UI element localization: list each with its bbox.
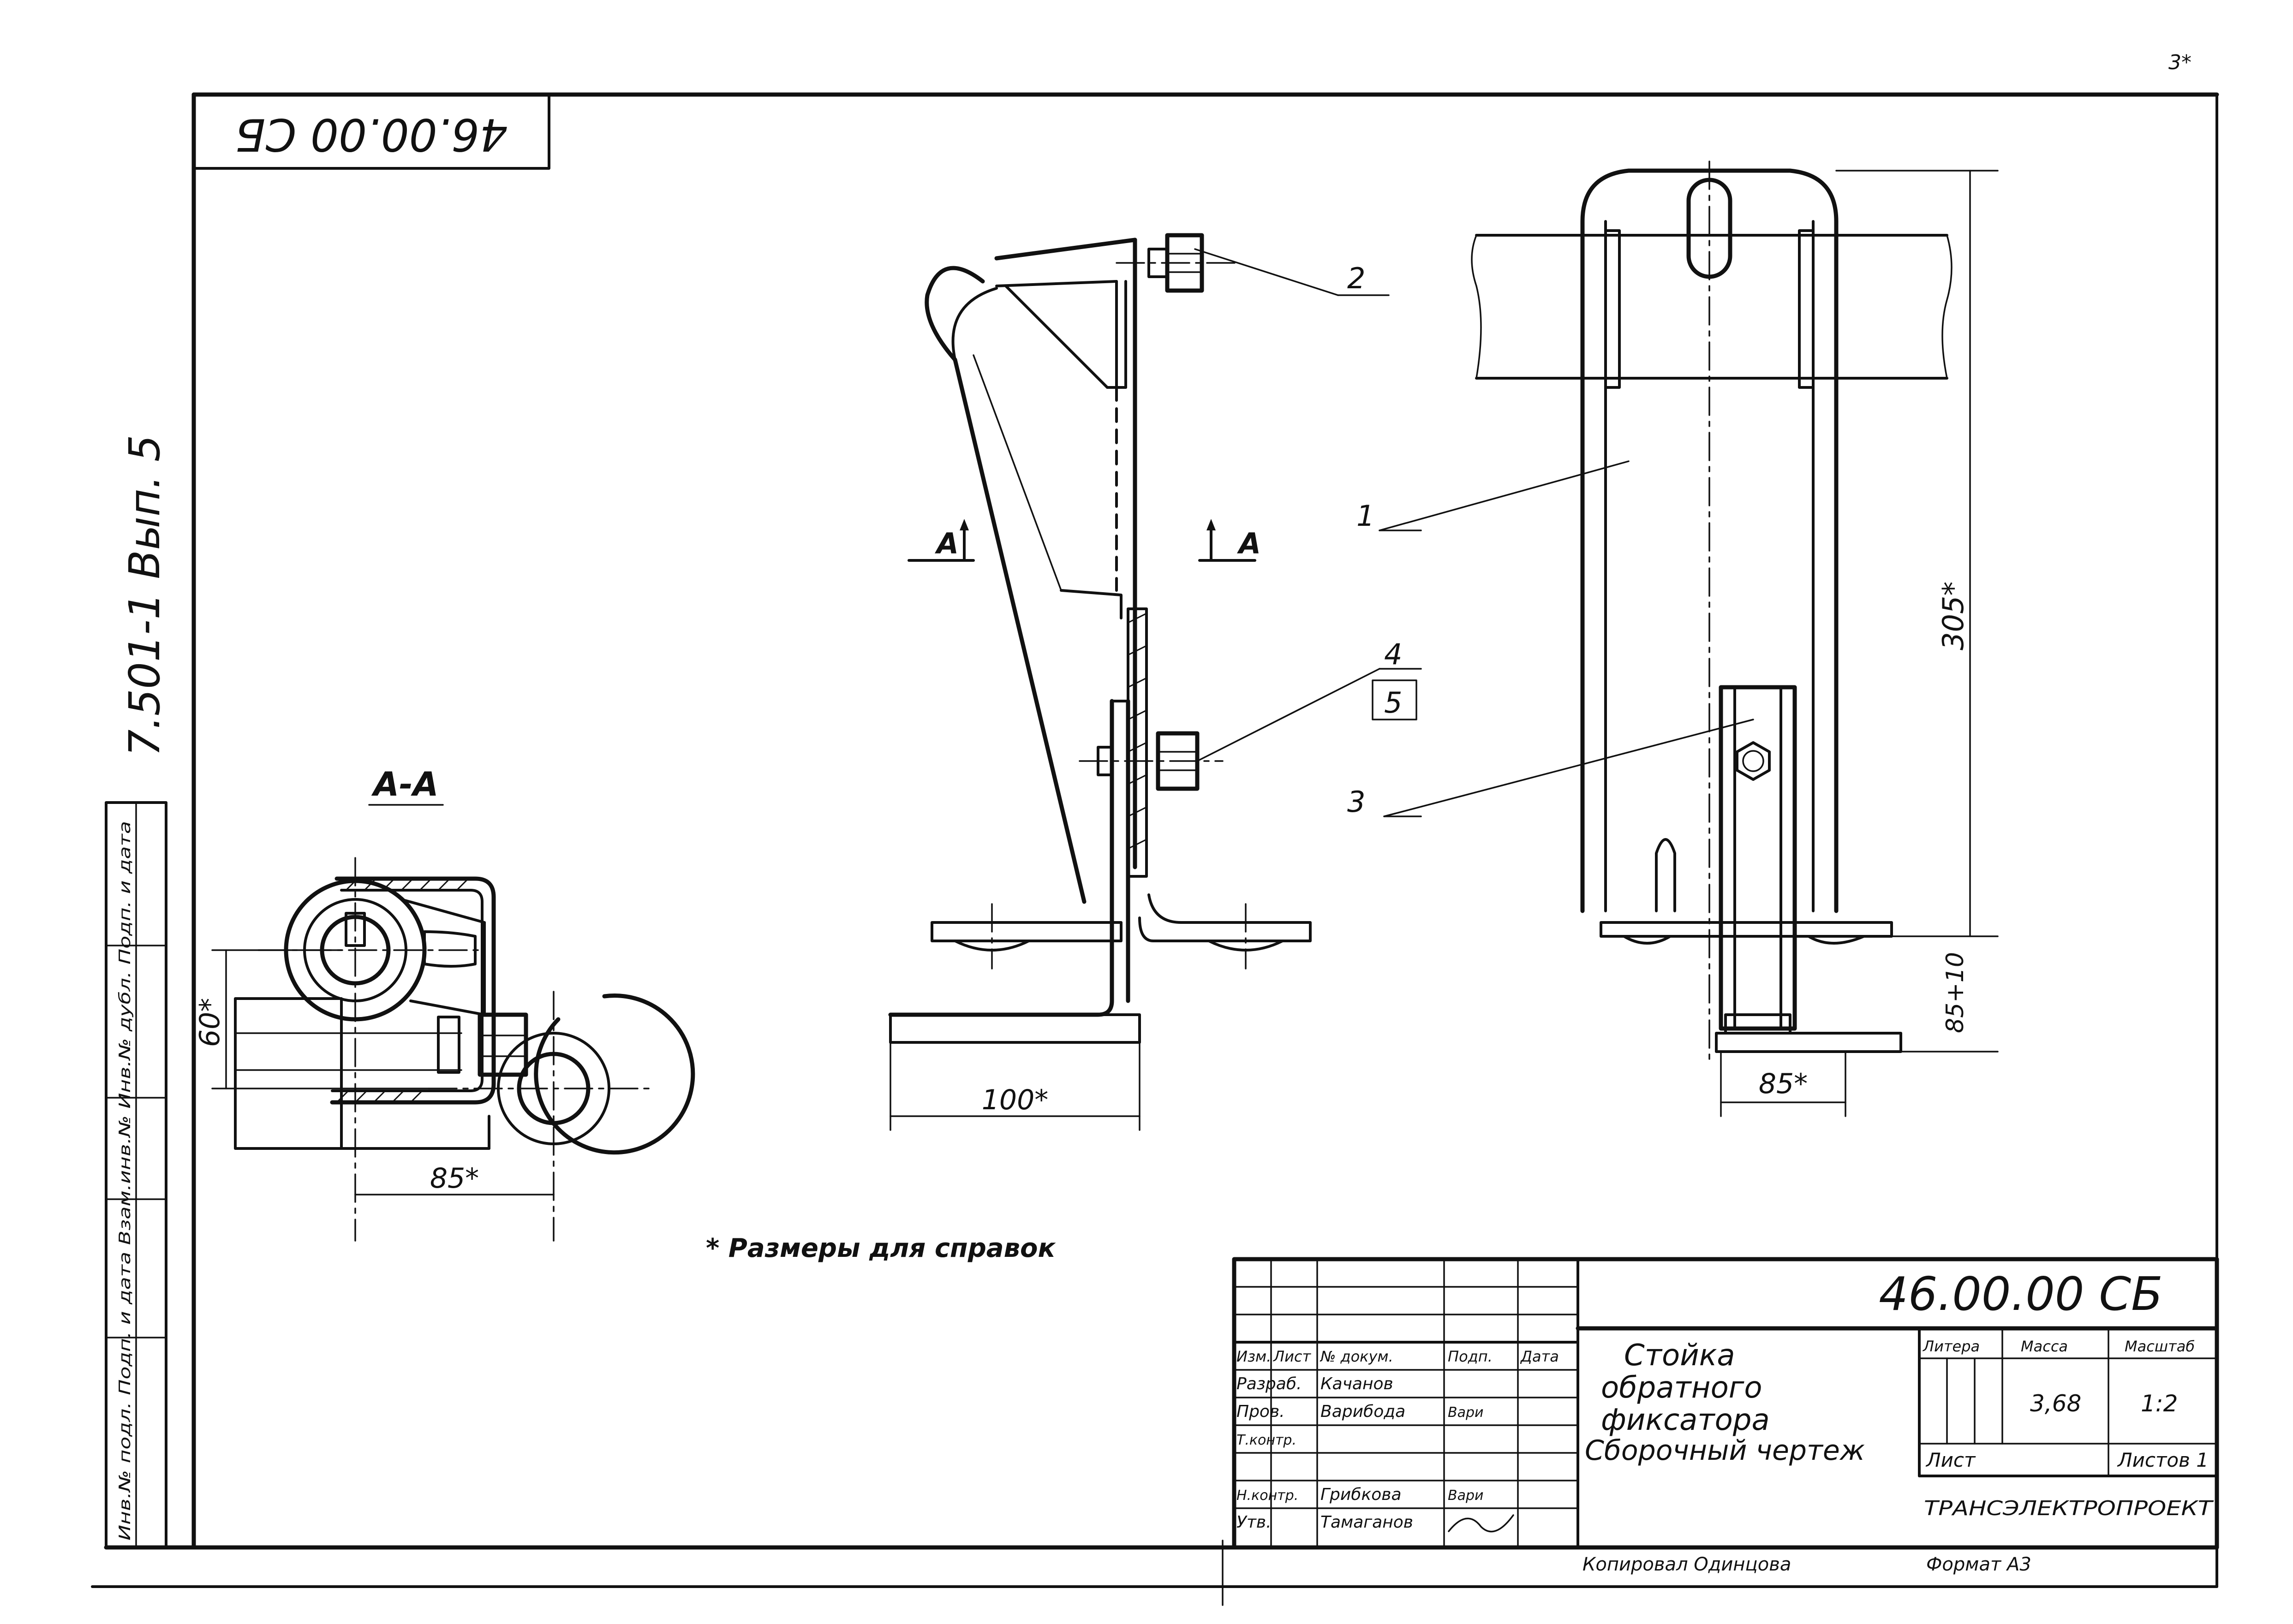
role-norm-control: Н.контр. [1236,1487,1298,1504]
series-vertical: 7.501-1 Вып. 5 [120,435,169,756]
format-label: Формат А3 [1926,1554,2031,1575]
sheets-label: Листов 1 [2117,1449,2209,1471]
title-line-3: фиксатора [1601,1403,1770,1437]
name-approved: Тамаганов [1320,1513,1413,1532]
organization: ТРАНСЭЛЕКТРОПРОЕКТ [1924,1497,2214,1520]
section-label: А-А [371,765,438,803]
position-5: 5 [1384,686,1402,720]
section-mark-left: А [934,527,959,560]
sign-norm-control: Вари [1448,1487,1484,1504]
dim-front-bottom: 85+10 [1941,952,1969,1033]
code-stamp-text: 46.00.00 СБ [235,109,508,161]
header-izm: Изм. [1236,1348,1271,1365]
title-designation: 46.00.00 СБ [1879,1267,2163,1321]
col-mass: Масса [2021,1338,2068,1355]
front-view: 305* 85+10 85* [1379,161,1999,1117]
section-mark-right: А [1236,527,1261,560]
side-view: А А 100* [888,233,1422,1131]
code-stamp-box: 46.00.00 СБ [192,93,550,170]
title-line-2: обратного [1601,1371,1762,1405]
drawing-frame [91,92,2219,1606]
side-hatch [1128,613,1147,850]
role-developed: Разраб. [1236,1374,1302,1393]
header-list: Лист [1273,1348,1311,1365]
role-checked: Пров. [1236,1402,1285,1421]
name-checked: Варибода [1320,1402,1405,1421]
col-litera: Литера [1923,1338,1980,1355]
section-hatch-top [345,878,469,891]
sheet-label: Лист [1925,1449,1976,1471]
position-5-box [1372,679,1417,720]
section-a-a-view: А-А [194,765,695,1242]
dim-front-height: 305* [1936,582,1970,650]
header-doc: № докум. [1320,1348,1393,1365]
reference-note: * Размеры для справок [706,1233,1056,1263]
header-sign: Подп. [1448,1348,1493,1365]
page-mark: 3* [2168,51,2191,74]
mass-value: 3,68 [2030,1390,2081,1417]
side-strip-label: Инв.№ подл. Подп. и дата Взам.инв.№ Инв.… [116,821,134,1541]
copied-by: Копировал Одинцова [1582,1554,1791,1575]
dim-front-width: 85* [1759,1068,1808,1100]
position-2: 2 [1347,262,1365,295]
dim-side-width: 100* [982,1084,1049,1116]
role-tech-control: Т.контр. [1236,1432,1296,1448]
dim-section-width: 85* [430,1162,479,1195]
dim-section-height: 60* [194,998,226,1047]
position-1: 1 [1356,499,1374,533]
side-strip: Инв.№ подл. Подп. и дата Взам.инв.№ Инв.… [105,801,167,1549]
position-4: 4 [1384,637,1402,671]
role-approved: Утв. [1236,1513,1272,1532]
name-developed: Качанов [1320,1374,1393,1393]
title-line-1: Стойка [1624,1338,1735,1373]
col-scale: Масштаб [2125,1338,2195,1355]
title-line-4: Сборочный чертеж [1585,1434,1865,1467]
signature-approved [1448,1514,1514,1533]
sign-checked: Вари [1448,1404,1484,1421]
name-norm-control: Грибкова [1320,1485,1402,1504]
header-date: Дата [1520,1348,1559,1365]
position-3: 3 [1347,785,1365,819]
scale-value: 1:2 [2141,1390,2178,1417]
title-block: 46.00.00 СБ Изм. Лист № докум. Подп. Дат… [1232,1257,2219,1575]
